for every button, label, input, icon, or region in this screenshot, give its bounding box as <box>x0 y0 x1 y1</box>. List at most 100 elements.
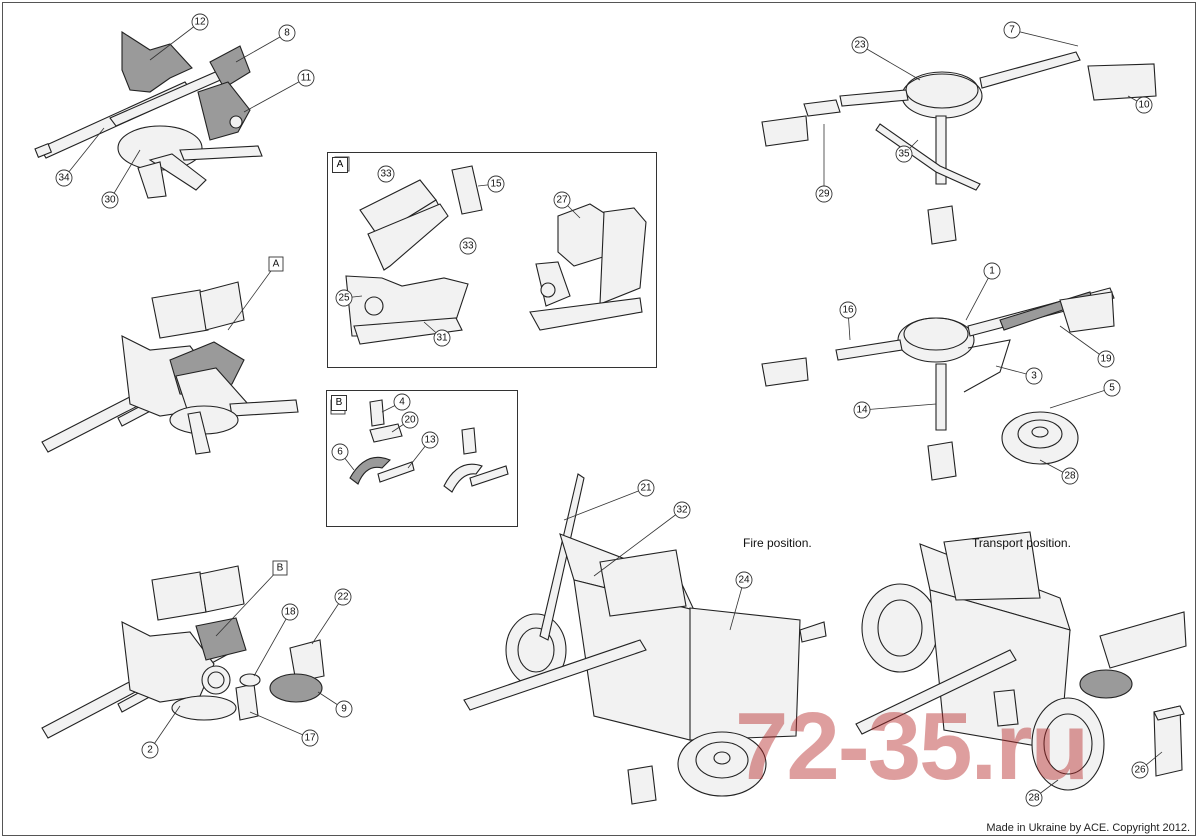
platform-top-right <box>761 51 1157 245</box>
panel-b-tag: B <box>331 395 347 411</box>
detail-panel-a: A <box>327 152 657 368</box>
callout-marker-12 <box>191 13 209 31</box>
callout-marker-23 <box>851 36 869 54</box>
callout-marker-19 <box>1097 350 1115 368</box>
callout-label-13: 13 <box>424 435 436 446</box>
callout-label-9: 9 <box>341 704 347 715</box>
callout-label-27: 27 <box>556 195 568 206</box>
leader-line-8 <box>235 32 288 63</box>
callout-marker-30 <box>101 191 119 209</box>
callout-label-2: 2 <box>147 745 153 756</box>
assembly-top-left <box>34 30 263 199</box>
leader-line-22 <box>311 596 344 645</box>
callout-marker-34 <box>55 169 73 187</box>
leader-line-1 <box>965 270 993 321</box>
callout-marker-28 <box>1025 789 1043 807</box>
callout-label-B: B <box>277 563 284 574</box>
platform-middle-right <box>761 287 1115 481</box>
callout-label-21: 21 <box>640 483 652 494</box>
callout-label-29: 29 <box>818 189 830 200</box>
callout-label-7: 7 <box>1009 25 1015 36</box>
callout-marker-29 <box>815 185 833 203</box>
callout-label-25: 25 <box>338 293 350 304</box>
leader-line-5 <box>1049 387 1113 409</box>
leader-line-18 <box>253 611 291 677</box>
copyright-footer: Made in Ukraine by ACE. Copyright 2012. <box>986 822 1190 834</box>
callout-label-24: 24 <box>738 575 750 586</box>
leader-line-A <box>227 263 277 331</box>
callout-marker-16 <box>839 301 857 319</box>
callout-label-4: 4 <box>399 397 405 408</box>
callout-marker-6 <box>331 443 349 461</box>
leader-line-23 <box>859 44 921 81</box>
panel-a-tag: A <box>332 157 348 173</box>
callout-marker-2 <box>141 741 159 759</box>
callout-label-32: 32 <box>676 505 688 516</box>
callout-marker-25 <box>335 289 353 307</box>
callout-label-30: 30 <box>104 195 116 206</box>
leader-line-24 <box>729 579 745 631</box>
callout-marker-11 <box>297 69 315 87</box>
callout-label-22: 22 <box>337 592 349 603</box>
callout-marker-14 <box>853 401 871 419</box>
callout-marker-21 <box>637 479 655 497</box>
callout-marker-32 <box>673 501 691 519</box>
callout-label-15: 15 <box>490 179 502 190</box>
callout-marker-24 <box>735 571 753 589</box>
callout-marker-35 <box>895 145 913 163</box>
leader-line-14 <box>861 403 937 411</box>
callout-label-3: 3 <box>1031 371 1037 382</box>
transport-position-caption: Transport position. <box>972 536 1071 550</box>
callout-label-34: 34 <box>58 173 70 184</box>
callout-marker-31 <box>433 329 451 347</box>
callout-label-8: 8 <box>284 28 290 39</box>
assembly-bottom-left <box>41 565 325 739</box>
callout-label-31: 31 <box>436 333 448 344</box>
leader-line-2 <box>149 705 181 751</box>
callout-marker-4 <box>393 393 411 411</box>
callout-marker-5 <box>1103 379 1121 397</box>
leader-line-12 <box>149 21 201 61</box>
leader-line-17 <box>249 711 311 739</box>
callout-label-14: 14 <box>856 405 868 416</box>
callout-layer: 128113430AA331533272531BB420136182291722… <box>55 13 1153 807</box>
callout-marker-26 <box>1131 761 1149 779</box>
callout-label-17: 17 <box>304 733 316 744</box>
leader-line-B <box>215 567 281 637</box>
leader-line-19 <box>1059 325 1107 360</box>
callout-marker-17 <box>301 729 319 747</box>
assembly-middle-left <box>41 281 299 455</box>
callout-label-16: 16 <box>842 305 854 316</box>
leader-lines <box>63 21 1163 799</box>
callout-label-12: 12 <box>194 17 206 28</box>
leader-line-34 <box>63 127 105 179</box>
callout-marker-7 <box>1003 21 1021 39</box>
callout-marker-33 <box>459 237 477 255</box>
callout-marker-A <box>268 256 284 272</box>
callout-label-28: 28 <box>1028 793 1040 804</box>
callout-marker-13 <box>421 431 439 449</box>
watermark: 72-35.ru <box>735 693 1089 800</box>
callout-label-23: 23 <box>854 40 866 51</box>
callout-label-20: 20 <box>404 415 416 426</box>
leader-line-21 <box>563 487 647 521</box>
callout-marker-33 <box>377 165 395 183</box>
callout-marker-15 <box>487 175 505 193</box>
leader-line-32 <box>593 509 683 577</box>
leader-line-11 <box>243 77 307 113</box>
fire-position-caption: Fire position. <box>743 536 812 550</box>
callout-marker-18 <box>281 603 299 621</box>
callout-label-35: 35 <box>898 149 910 160</box>
detail-panel-b: B <box>326 390 518 527</box>
callout-label-1: 1 <box>989 266 995 277</box>
callout-marker-22 <box>334 588 352 606</box>
callout-marker-28 <box>1061 467 1079 485</box>
leader-line-7 <box>1011 29 1079 47</box>
callout-marker-9 <box>335 700 353 718</box>
callout-label-10: 10 <box>1138 100 1150 111</box>
panel-a-parts <box>345 165 647 345</box>
callout-marker-10 <box>1135 96 1153 114</box>
callout-label-28: 28 <box>1064 471 1076 482</box>
